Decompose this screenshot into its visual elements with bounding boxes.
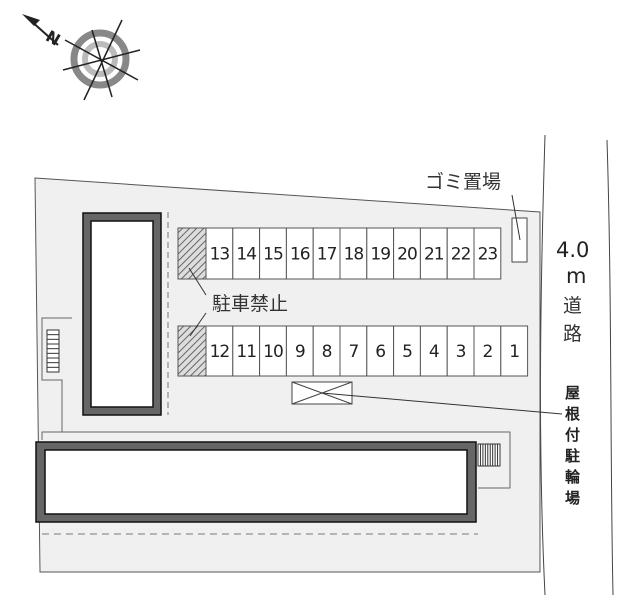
bicycle-shelter-label-char: 根 (565, 405, 580, 423)
parking-space (419, 325, 448, 377)
parking-space-number: 12 (210, 342, 230, 362)
road-edge-left (539, 134, 546, 596)
parking-space-number: 14 (236, 245, 256, 265)
stairs-icon (477, 443, 501, 467)
parking-space (312, 227, 341, 280)
parking-space-number: 18 (344, 245, 364, 265)
parking-space (473, 325, 502, 377)
parking-space (205, 227, 234, 280)
parking-space-number: 4 (429, 342, 439, 362)
bicycle-shelter-label-char: 付 (565, 426, 580, 444)
bicycle-shelter-label-char: 駐 (565, 447, 580, 465)
parking-space-number: 9 (295, 342, 305, 362)
parking-space (285, 325, 314, 377)
parking-space-number: 13 (210, 245, 230, 265)
no-parking-label: 駐車禁止 (212, 293, 288, 315)
parking-space-number: 16 (290, 245, 310, 265)
parking-space-number: 21 (424, 245, 444, 265)
parking-space-number: 23 (478, 245, 498, 265)
parking-space (366, 325, 395, 377)
parking-space-number: 20 (397, 245, 417, 265)
parking-space (339, 325, 368, 377)
bicycle-shelter-label-char: 場 (565, 489, 580, 507)
compass-icon: N (22, 14, 141, 101)
parking-space (232, 227, 261, 280)
building-south (35, 441, 477, 523)
stairs-icon (46, 329, 60, 373)
parking-space-number: 8 (322, 342, 332, 362)
parking-space-number: 15 (263, 245, 283, 265)
bicycle-shelter-label-char: 屋 (565, 384, 580, 402)
road-edge-right (606, 139, 614, 596)
compass-north-label: N (43, 26, 64, 49)
parking-space-number: 11 (236, 342, 256, 362)
parking-space (446, 325, 475, 377)
parking-space (419, 227, 448, 280)
parking-space-number: 3 (456, 342, 466, 362)
parking-space-number: 6 (375, 342, 385, 362)
parking-space-number: 7 (348, 342, 358, 362)
parking-space-number: 2 (482, 342, 492, 362)
parking-space-number: 17 (317, 245, 337, 265)
bicycle-shelter-label-char: 輪 (565, 468, 581, 486)
parking-space (285, 227, 314, 280)
parking-space-number: 19 (370, 245, 390, 265)
road-unit-label: m (566, 264, 586, 288)
parking-row-top: 13 14 15 16 17 18 19 20 21 22 23 (205, 227, 502, 280)
garbage-label: ゴミ置場 (425, 171, 501, 193)
building-boundary (41, 431, 511, 489)
no-parking-area (177, 227, 207, 280)
parking-space-number: 1 (509, 342, 519, 362)
parking-space (393, 325, 421, 377)
parking-space (393, 227, 421, 280)
parking-space-number: 10 (263, 342, 283, 362)
parking-space (259, 325, 287, 377)
building-north (82, 212, 162, 416)
road-width-label: 4.0 (556, 238, 589, 262)
parking-space-number: 22 (451, 245, 471, 265)
parking-space (500, 325, 529, 377)
road-label-char: 道 (563, 295, 582, 317)
parking-space (473, 227, 502, 280)
parking-space-number: 5 (402, 342, 412, 362)
parking-space (259, 227, 287, 280)
road-label-char: 路 (563, 323, 582, 345)
